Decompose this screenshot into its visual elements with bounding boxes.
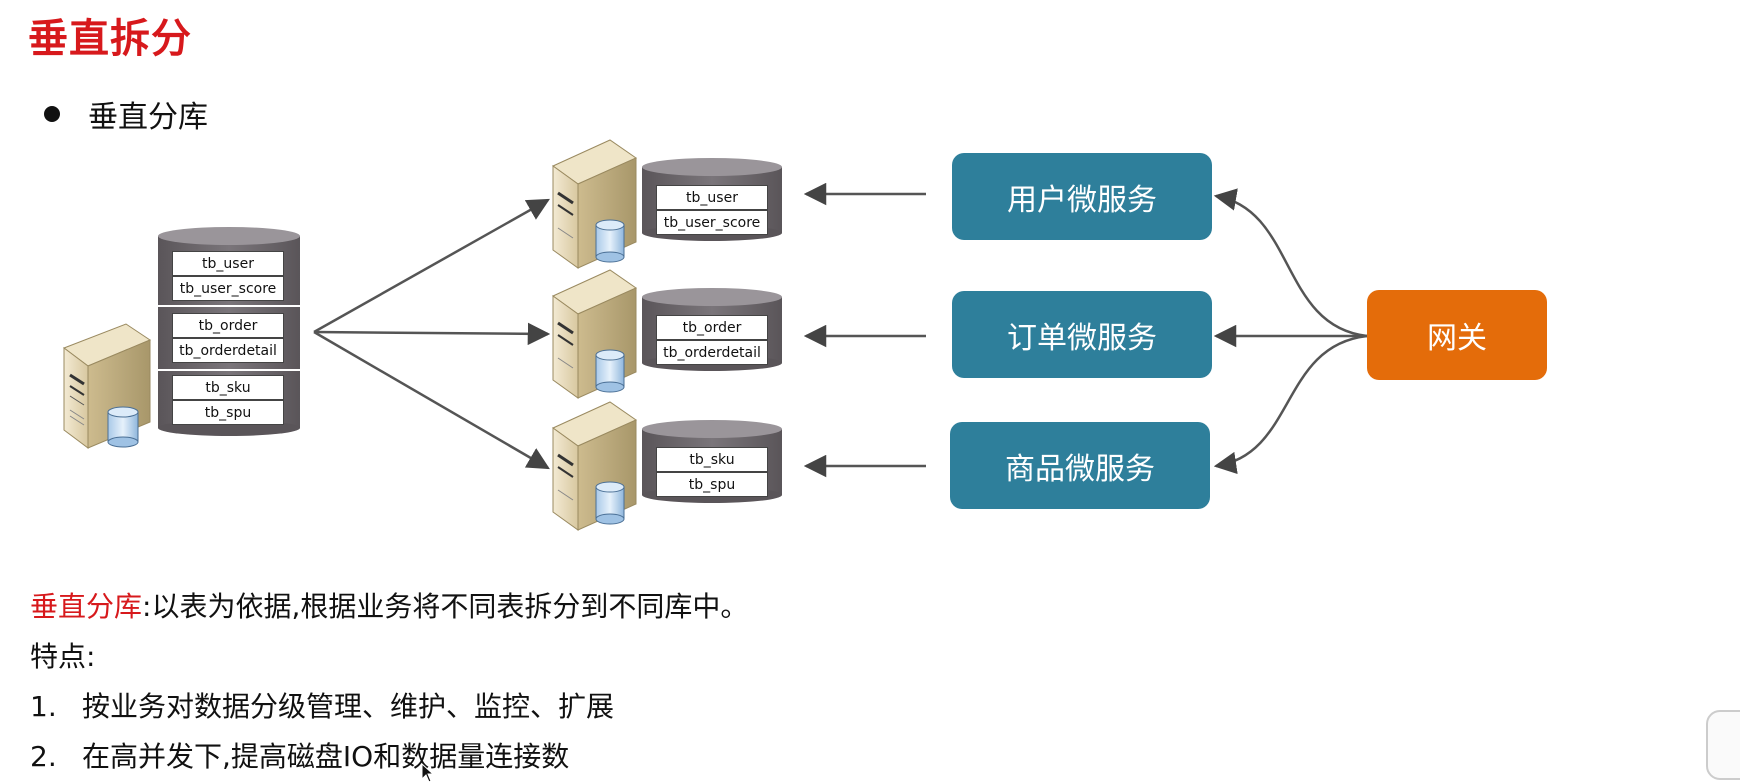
order-service-box: 订单微服务	[952, 291, 1212, 378]
target-table-label: tb_sku	[656, 447, 768, 472]
target-table-label: tb_user	[656, 185, 768, 210]
source-server-icon	[62, 323, 152, 449]
source-table-label: tb_orderdetail	[172, 338, 284, 363]
split-arrow-2	[313, 322, 551, 346]
target-server-icon-1	[552, 139, 638, 269]
target-table-label: tb_orderdetail	[656, 340, 768, 365]
target-table-label: tb_user_score	[656, 210, 768, 235]
feature-text: 按业务对数据分级管理、维护、监控、扩展	[82, 690, 615, 723]
feature-item: 1. 按业务对数据分级管理、维护、监控、扩展	[30, 685, 614, 725]
feature-number: 2.	[30, 740, 57, 773]
feature-text: 在高并发下,提高磁盘IO和数据量连接数	[82, 740, 570, 773]
bullet-item: 垂直分库	[44, 92, 208, 136]
mouse-cursor-icon	[421, 763, 435, 783]
source-table-label: tb_user_score	[172, 276, 284, 301]
bullet-dot-icon	[44, 106, 60, 122]
target-table-label: tb_spu	[656, 472, 768, 497]
gateway-arrow-3	[1213, 334, 1368, 475]
description-text: :以表为依据,根据业务将不同表拆分到不同库中。	[142, 590, 749, 623]
source-table-label: tb_order	[172, 313, 284, 338]
description-line: 垂直分库:以表为依据,根据业务将不同表拆分到不同库中。	[30, 585, 748, 625]
target-server-icon-2	[552, 269, 638, 399]
split-arrow-1	[313, 198, 550, 334]
source-table-label: tb_spu	[172, 400, 284, 425]
bullet-text: 垂直分库	[88, 100, 208, 135]
floating-widget-button[interactable]	[1706, 710, 1740, 780]
gateway-box: 网关	[1367, 290, 1547, 380]
feature-item: 2. 在高并发下,提高磁盘IO和数据量连接数	[30, 735, 569, 775]
gateway-arrow-1	[1213, 188, 1368, 338]
features-label: 特点:	[30, 640, 96, 673]
page-title: 垂直拆分	[28, 16, 192, 62]
user-service-box: 用户微服务	[952, 153, 1212, 240]
description-highlight: 垂直分库	[30, 590, 143, 623]
split-arrow-3	[313, 330, 550, 470]
source-table-label: tb_user	[172, 251, 284, 276]
feature-number: 1.	[30, 690, 57, 723]
product-service-box: 商品微服务	[950, 422, 1210, 509]
source-table-label: tb_sku	[172, 375, 284, 400]
target-server-icon-3	[552, 401, 638, 531]
target-table-label: tb_order	[656, 315, 768, 340]
